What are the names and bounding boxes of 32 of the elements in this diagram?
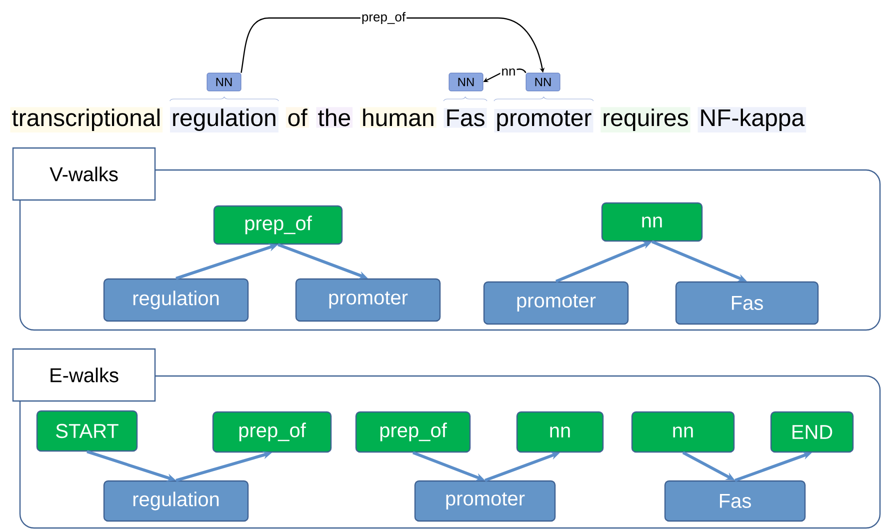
word-label: human: [360, 107, 436, 128]
word-label: Fas: [444, 108, 487, 128]
word-box: regulation: [103, 480, 249, 522]
pos-tag: NN: [448, 72, 484, 92]
edge-label: prep_of: [360, 10, 407, 26]
word-box: promoter: [295, 278, 441, 322]
word-box: promoter: [414, 480, 556, 522]
arrow: [240, 17, 545, 73]
word-label: of: [286, 107, 309, 128]
word-label: regulation: [170, 107, 278, 132]
word-box: Fas: [664, 480, 806, 522]
relation-box: nn: [601, 202, 703, 242]
panel-tab: V-walks: [12, 147, 156, 201]
relation-box: nn: [631, 411, 735, 453]
panel-tab: E-walks: [12, 348, 156, 402]
word-label: the: [316, 107, 353, 128]
relation-box: prep_of: [213, 205, 343, 245]
pos-tag: NN: [206, 72, 242, 92]
word-box: Fas: [675, 281, 819, 325]
word-label: requires: [600, 107, 690, 132]
word-box: regulation: [103, 278, 249, 322]
word-label: transcriptional: [10, 107, 163, 132]
relation-box: END: [770, 411, 854, 453]
relation-box: nn: [516, 411, 604, 453]
relation-box: prep_of: [355, 411, 471, 453]
pos-tag: NN: [526, 72, 560, 92]
edge-label: nn: [500, 68, 517, 76]
relation-box: START: [36, 410, 138, 452]
relation-box: prep_of: [212, 411, 332, 453]
word-label: promoter: [494, 108, 594, 132]
word-label: NF-kappa: [698, 107, 806, 132]
word-box: promoter: [483, 281, 629, 325]
